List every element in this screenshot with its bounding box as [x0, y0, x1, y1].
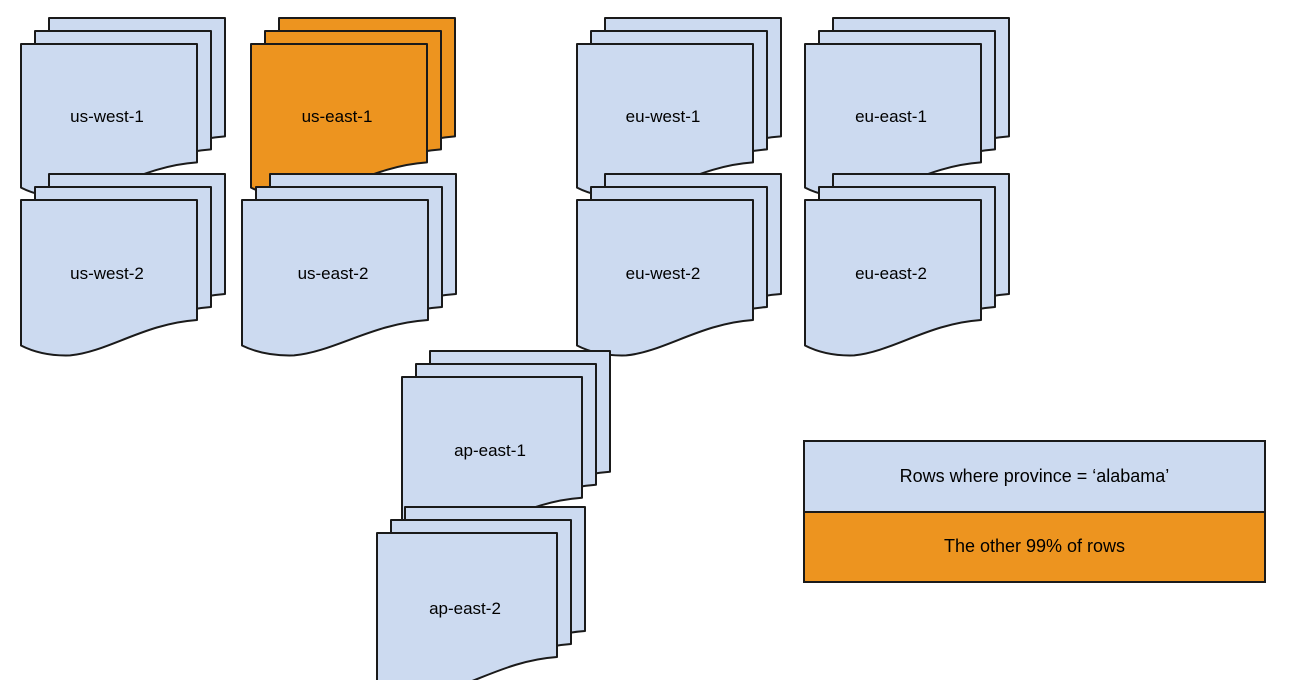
document-stack-eu-east-1[interactable] [803, 16, 1010, 199]
document-sheet-shape [576, 199, 754, 357]
document-sheet-shape [376, 532, 558, 680]
document-stack-eu-west-2[interactable] [575, 172, 782, 357]
document-stack-us-east-2[interactable] [240, 172, 457, 357]
document-stack-ap-east-2[interactable] [375, 505, 586, 680]
document-stack-us-west-1[interactable] [19, 16, 226, 199]
document-sheet-shape [20, 199, 198, 357]
document-stack-eu-west-1[interactable] [575, 16, 782, 199]
document-sheet-shape [241, 199, 429, 357]
legend-box: Rows where province = ‘alabama’ The othe… [803, 440, 1266, 583]
document-stack-eu-east-2[interactable] [803, 172, 1010, 357]
document-stack-ap-east-1[interactable] [400, 349, 611, 535]
legend-label-blue: Rows where province = ‘alabama’ [899, 465, 1170, 486]
document-sheet [376, 532, 558, 680]
document-stack-us-east-1[interactable] [249, 16, 456, 199]
document-sheet [576, 199, 754, 357]
legend-blue: Rows where province = ‘alabama’ [805, 442, 1264, 511]
document-sheet [804, 199, 982, 357]
document-sheet [241, 199, 429, 357]
document-stack-us-west-2[interactable] [19, 172, 226, 357]
legend-label-orange: The other 99% of rows [943, 536, 1126, 557]
legend-orange: The other 99% of rows [805, 510, 1264, 581]
document-sheet [20, 199, 198, 357]
document-sheet-shape [804, 199, 982, 357]
